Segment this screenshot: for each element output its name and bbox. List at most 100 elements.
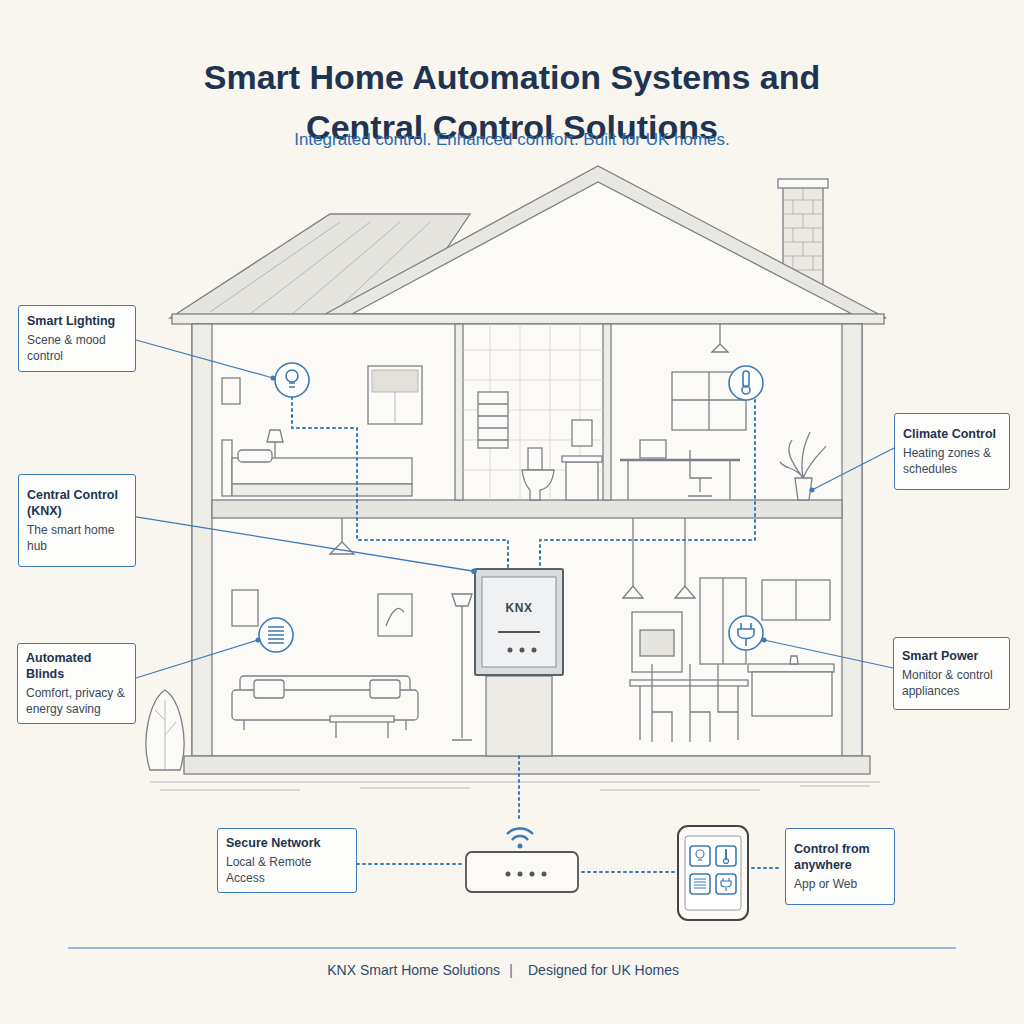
- bulb-base: [289, 383, 295, 387]
- right-wall: [842, 324, 862, 756]
- bulb-glyph: [696, 850, 704, 858]
- feature-box: Central Control (KNX)The smart home hub: [18, 474, 136, 567]
- plug-glyph: [738, 623, 754, 646]
- plant-leaves: [780, 432, 826, 478]
- leader-line: [136, 640, 258, 678]
- subtitle: Integrated control. Enhanced comfort. Bu…: [162, 130, 862, 150]
- headboard: [222, 440, 232, 496]
- network-wire: [357, 863, 464, 865]
- feature-box: Smart LightingScene & mood control: [18, 305, 136, 372]
- router-led: [542, 872, 547, 877]
- box-body: Local & Remote Access: [226, 854, 348, 886]
- connector-line: [136, 517, 474, 571]
- blinds-glyph: [268, 627, 284, 643]
- toilet: [522, 470, 554, 500]
- feature-box: Smart PowerMonitor & control appliances: [893, 637, 1010, 710]
- shrub: [146, 690, 184, 770]
- floor-slab: [212, 500, 842, 518]
- bus-wire: [292, 397, 508, 568]
- light-icon: [275, 363, 309, 397]
- chimney-bricks: [783, 186, 823, 270]
- shrub-branches: [155, 700, 176, 770]
- floor-lamp-shade: [452, 594, 472, 606]
- router-body: [466, 852, 578, 892]
- blinds-glyph: [694, 879, 706, 888]
- footer-text: KNX Smart Home Solutions: [250, 962, 500, 978]
- pillow: [238, 450, 272, 462]
- bulb-glyph: [286, 370, 298, 382]
- picture-frame: [378, 594, 412, 636]
- icon-ring: [729, 366, 763, 400]
- hub-slot: [498, 631, 540, 633]
- bulb-base: [698, 859, 702, 860]
- chair: [688, 450, 712, 496]
- pendant-cord: [719, 324, 720, 345]
- bus-wire: [540, 400, 755, 568]
- leaders: [136, 340, 894, 678]
- tiles: [463, 324, 603, 500]
- box-body: App or Web: [794, 876, 886, 892]
- desk-legs: [628, 460, 730, 500]
- box-heading: Control from anywhere: [794, 841, 886, 873]
- towel-rail-bars: [478, 404, 508, 440]
- lamp-stem: [274, 442, 275, 458]
- box-heading: Climate Control: [903, 426, 1001, 442]
- app-tile: [716, 846, 736, 866]
- shrub-body: [146, 690, 184, 770]
- foundation: [184, 756, 870, 774]
- phone-screen: [685, 836, 741, 910]
- pendant-cords: [633, 518, 685, 586]
- pendant-shade: [330, 542, 354, 554]
- vanity: [566, 462, 598, 500]
- ground-line: [150, 782, 880, 783]
- dining-table: [630, 680, 748, 686]
- living-room: [232, 518, 472, 740]
- feature-box: Secure NetworkLocal & Remote Access: [217, 828, 357, 893]
- chimney-cap: [778, 179, 828, 188]
- picture-frame: [222, 378, 240, 404]
- table-legs: [336, 722, 388, 738]
- hub-pedestal: [486, 676, 552, 756]
- office: [620, 324, 826, 500]
- hub-frame: [474, 568, 564, 676]
- plug-icon: [729, 616, 763, 650]
- cistern: [528, 448, 542, 470]
- thermometer-bulb: [724, 859, 729, 864]
- bathroom: [463, 324, 603, 500]
- phone-body: [678, 826, 748, 920]
- app-tile: [690, 874, 710, 894]
- network-wire: [582, 871, 674, 873]
- box-body: Monitor & control appliances: [902, 667, 1001, 699]
- plant-pot: [795, 478, 812, 500]
- router-led: [506, 872, 511, 877]
- picture-frame: [232, 590, 258, 626]
- box-heading: Automated Blinds: [26, 650, 127, 682]
- box-heading: Smart Power: [902, 648, 1001, 664]
- worktop: [748, 664, 834, 672]
- icon-ring: [259, 618, 293, 652]
- phone: [678, 826, 748, 920]
- mirror: [572, 420, 592, 446]
- box-heading: Smart Lighting: [27, 313, 127, 329]
- coffee-table: [330, 716, 394, 722]
- oven-unit: [632, 612, 682, 672]
- hub-device: KNX: [474, 568, 564, 676]
- ground: [150, 782, 880, 790]
- wiring: [292, 397, 782, 872]
- leader-dot: [271, 376, 276, 381]
- lamp-shade: [267, 430, 283, 442]
- kitchen: [623, 518, 834, 742]
- pendant-shades: [623, 586, 695, 598]
- partition-wall: [603, 324, 611, 500]
- pendant-cord: [341, 518, 342, 542]
- leader-line: [764, 640, 893, 668]
- hub-led: [508, 648, 513, 653]
- left-wall: [192, 324, 212, 756]
- wall-cabinet: [762, 580, 830, 620]
- window-bar: [722, 578, 723, 664]
- box-body: Heating zones & schedules: [903, 445, 1001, 477]
- gable-face: [352, 182, 852, 314]
- dining-chairs: [652, 664, 738, 742]
- icon-ring: [275, 363, 309, 397]
